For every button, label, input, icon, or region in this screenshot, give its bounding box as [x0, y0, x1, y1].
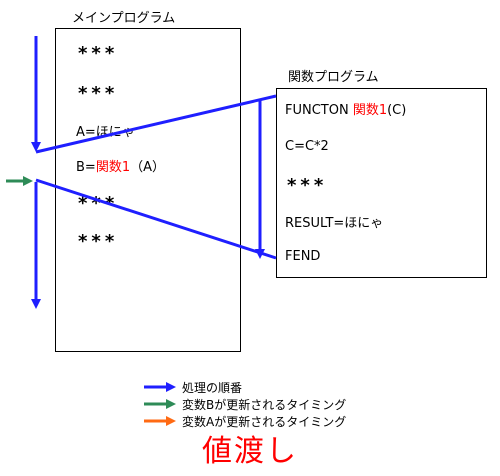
flow-call: [35, 94, 277, 154]
orange-arrow-icon: [144, 416, 176, 426]
function-program-label: 関数プログラム: [288, 70, 379, 85]
flow-return: [35, 178, 277, 260]
function-calc: C=C*2: [285, 139, 329, 154]
main-program-box: *** *** A=ほにゃ B=関数1（A） *** ***: [55, 28, 241, 352]
function-result: RESULT=ほにゃ: [285, 216, 384, 231]
function-name: 関数1: [352, 103, 388, 118]
function-header: FUNCTON 関数1(C): [285, 99, 406, 118]
function-stars: ***: [287, 175, 328, 196]
legend-label-a-update: 変数Aが更新されるタイミング: [182, 415, 347, 429]
green-arrow-icon: [144, 399, 176, 409]
function-program-box: FUNCTON 関数1(C) C=C*2 *** RESULT=ほにゃ FEND: [276, 88, 487, 278]
main-assign-b: B=関数1（A）: [76, 156, 165, 175]
function-end: FEND: [285, 249, 321, 264]
main-stars-3: ***: [78, 193, 119, 214]
main-program-label: メインプログラム: [72, 11, 176, 26]
diagram-title: 値渡し: [202, 434, 298, 469]
main-stars-1: ***: [78, 43, 119, 64]
main-stars-2: ***: [78, 83, 119, 104]
assign-b-argument: （A）: [130, 160, 165, 175]
function-keyword: FUNCTON: [285, 103, 353, 118]
main-assign-a: A=ほにゃ: [76, 125, 135, 140]
legend-label-order: 処理の順番: [182, 381, 243, 395]
legend-label-b-update: 変数Bが更新されるタイミング: [182, 398, 347, 412]
function-parameter: (C): [387, 103, 407, 118]
blue-arrow-icon: [144, 382, 176, 392]
assign-b-function-name: 関数1: [95, 160, 131, 175]
main-stars-4: ***: [78, 231, 119, 252]
assign-b-prefix: B=: [76, 160, 96, 175]
